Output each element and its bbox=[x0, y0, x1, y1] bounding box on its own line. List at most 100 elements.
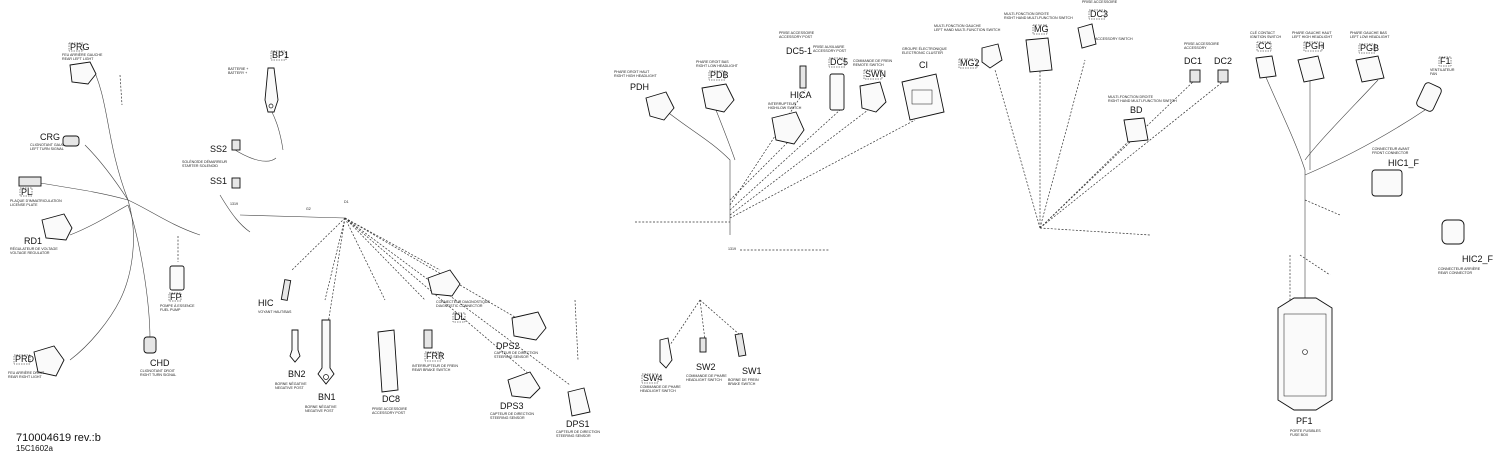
diagnostic-connector-icon bbox=[427, 269, 461, 297]
component-mg2[interactable]: MULTI-FONCTION GAUCHE LEFT HAND MULTI-FU… bbox=[934, 24, 1003, 69]
component-dc8[interactable]: DC8 PRISE ACCESSOIRE ACCESSORY POST bbox=[372, 329, 408, 415]
switch-terminal-icon bbox=[659, 337, 673, 369]
component-code: DPS1 bbox=[566, 419, 590, 429]
component-code: HIC bbox=[258, 298, 274, 308]
drawing-reference: 15C1602a bbox=[16, 444, 53, 453]
component-desc-fr: PRISE ACCESSOIRE bbox=[1082, 0, 1118, 4]
component-sw4[interactable]: SW4 COMMANDE DE PHARE HEADLIGHT SWITCH bbox=[640, 337, 681, 393]
component-desc-en: ELECTRONIC CLUSTER bbox=[902, 51, 943, 55]
component-code: DPS3 bbox=[500, 401, 524, 411]
junction-labels: 1319 1319 G2 D1 bbox=[230, 200, 736, 251]
component-desc-fr: COMMANDE DE PHARE bbox=[686, 374, 727, 378]
switch-terminal-icon bbox=[699, 337, 707, 353]
component-sw2[interactable]: SW2 COMMANDE DE PHARE HEADLIGHT SWITCH bbox=[686, 337, 727, 382]
component-desc-fr: INTERRUPTEUR DE FREIN bbox=[412, 364, 458, 368]
component-pdh[interactable]: PHARE DROIT HAUT RIGHT HIGH HEADLIGHT PD… bbox=[614, 70, 675, 121]
component-dl[interactable]: CONNECTEUR DIAGNOSTIQUE DIAGNOSTIC CONNE… bbox=[427, 269, 491, 323]
component-desc-en: REAR RIGHT LIGHT bbox=[8, 375, 42, 379]
component-dps1[interactable]: DPS1 CAPTEUR DE DIRECTION STEERING SENSO… bbox=[556, 387, 600, 438]
cluster-connector-icon bbox=[901, 73, 945, 121]
component-crg[interactable]: CRG CLIGNOTANT GAUCHE LEFT TURN SIGNAL bbox=[30, 132, 80, 151]
component-hica[interactable]: HICA INTERRUPTEUR HIGH/LOW SWITCH bbox=[768, 90, 812, 145]
component-code: PDB bbox=[710, 70, 729, 80]
component-code: HIC1_F bbox=[1388, 158, 1420, 168]
headlight-connector-icon bbox=[1297, 55, 1325, 83]
component-cc[interactable]: CLÉ CONTACT IGNITION SWITCH CC bbox=[1250, 30, 1282, 79]
rear-connector-icon bbox=[1441, 219, 1465, 245]
component-ss1[interactable]: SS1 bbox=[210, 176, 241, 189]
component-code: PDH bbox=[630, 82, 649, 92]
component-desc-en: FUSE BOX bbox=[1290, 433, 1309, 437]
component-desc-fr: PRISE ACCESSOIRE bbox=[1184, 42, 1220, 46]
component-desc-en: RIGHT HAND MULTI-FUNCTION SWITCH bbox=[1108, 99, 1177, 103]
fuel-pump-connector-icon bbox=[169, 265, 185, 291]
component-desc-en: HEADLIGHT SWITCH bbox=[686, 378, 722, 382]
component-code: PF1 bbox=[1296, 416, 1313, 426]
component-desc-en: RIGHT HAND MULTI-FUNCTION SWITCH bbox=[1004, 16, 1073, 20]
component-desc-fr: PHARE GAUCHE HAUT bbox=[1292, 31, 1332, 35]
component-pf1[interactable]: PF1 PORTE FUSIBLES FUSE BOX bbox=[1277, 297, 1333, 437]
component-desc-fr: PRISE AUXILIAIRE bbox=[813, 45, 845, 49]
accessory-plug-icon bbox=[1189, 69, 1201, 83]
component-pdb[interactable]: PHARE DROIT BAS RIGHT LOW HEADLIGHT PDB bbox=[696, 60, 739, 113]
component-desc-fr: CAPTEUR DE DIRECTION bbox=[494, 351, 538, 355]
component-pgb[interactable]: PHARE GAUCHE BAS LEFT LOW HEADLIGHT PGB bbox=[1350, 31, 1390, 83]
component-dc3[interactable]: PRISE ACCESSOIRE DC3 ACCESSORY SWITCH bbox=[1077, 0, 1133, 49]
component-mg[interactable]: MULTI-FONCTION DROITE RIGHT HAND MULTI-F… bbox=[1004, 12, 1073, 73]
steering-sensor-icon bbox=[567, 387, 591, 417]
component-pgh[interactable]: PHARE GAUCHE HAUT LEFT HIGH HEADLIGHT PG… bbox=[1292, 31, 1333, 83]
component-fp[interactable]: FP POMPE À ESSENCE FUEL PUMP bbox=[160, 265, 195, 312]
component-dc2[interactable]: DC2 bbox=[1214, 56, 1232, 83]
component-prg[interactable]: PRG FEU ARRIÈRE GAUCHE REAR LEFT LIGHT bbox=[62, 42, 103, 85]
steering-sensor-icon bbox=[507, 371, 541, 399]
component-bd[interactable]: MULTI-FONCTION DROITE RIGHT HAND MULTI-F… bbox=[1108, 95, 1177, 143]
component-bp1[interactable]: BP1 BATTERIE + BATTERY + bbox=[228, 50, 289, 113]
component-dc5[interactable]: PRISE AUXILIAIRE ACCESSORY POST DC5 bbox=[813, 45, 848, 111]
component-desc-en: BRAKE SWITCH bbox=[728, 382, 756, 386]
component-frr[interactable]: FRR INTERRUPTEUR DE FREIN REAR BRAKE SWI… bbox=[412, 329, 458, 372]
component-pl[interactable]: PL PLAQUE D'IMMATRICULATION LICENSE PLAT… bbox=[10, 176, 62, 207]
component-rd1[interactable]: RD1 RÉGULATEUR DE VOLTAGE VOLTAGE REGULA… bbox=[10, 213, 73, 255]
component-hic1-f[interactable]: CONNECTEUR AVANT FRONT CONNECTOR HIC1_F bbox=[1371, 147, 1420, 197]
component-hic[interactable]: HIC VOYANT HAUT/BAS bbox=[258, 279, 292, 314]
component-code: BD bbox=[1130, 105, 1143, 115]
component-dps2[interactable]: DPS2 CAPTEUR DE DIRECTION STEERING SENSO… bbox=[494, 311, 547, 359]
component-desc-en: ACCESSORY POST bbox=[779, 35, 813, 39]
tail-light-connector-icon bbox=[69, 61, 97, 85]
component-bn1[interactable]: BN1 BORNE NÉGATIVE NEGATIVE POST bbox=[305, 319, 337, 413]
component-desc-fr: COMMANDE DE PHARE bbox=[640, 385, 681, 389]
component-prd[interactable]: PRD FEU ARRIÈRE DROIT REAR RIGHT LIGHT bbox=[8, 345, 65, 379]
junction-label: D1 bbox=[344, 200, 349, 204]
component-desc-en: NEGATIVE POST bbox=[305, 409, 334, 413]
component-ss2[interactable]: SS2 SOLÉNOÏDE DÉMARREUR STARTER SOLENOID bbox=[182, 139, 241, 168]
component-desc-fr: PORTE FUSIBLES bbox=[1290, 429, 1321, 433]
component-dc5-1[interactable]: PRISE ACCESSOIRE ACCESSORY POST DC5-1 bbox=[779, 31, 815, 89]
component-desc-fr: POMPE À ESSENCE bbox=[160, 304, 195, 308]
component-desc-en: ACCESSORY POST bbox=[372, 411, 406, 415]
component-swn[interactable]: COMMANDE DE FREIN REMOTE SWITCH SWN bbox=[853, 59, 893, 113]
component-code: BN2 bbox=[288, 369, 306, 379]
component-sw1[interactable]: SW1 BORNE DE FREIN BRAKE SWITCH bbox=[728, 332, 762, 386]
component-code: MG bbox=[1034, 24, 1049, 34]
voltage-regulator-icon bbox=[41, 213, 73, 241]
component-code: DC1 bbox=[1184, 56, 1202, 66]
component-code: SS2 bbox=[210, 144, 227, 154]
component-dps3[interactable]: DPS3 CAPTEUR DE DIRECTION STEERING SENSO… bbox=[490, 371, 541, 420]
component-code: HICA bbox=[790, 90, 812, 100]
component-code: PGB bbox=[1360, 43, 1379, 53]
component-dc1[interactable]: PRISE ACCESSOIRE ACCESSORY DC1 bbox=[1184, 42, 1220, 83]
turn-signal-icon bbox=[143, 336, 157, 354]
component-code: DC8 bbox=[382, 394, 400, 404]
component-desc-en: LICENSE PLATE bbox=[10, 203, 38, 207]
component-desc-fr: VOYANT HAUT/BAS bbox=[258, 310, 292, 314]
component-desc-en: STEERING SENSOR bbox=[556, 434, 591, 438]
component-code: SW2 bbox=[696, 362, 716, 372]
component-hic2-f[interactable]: HIC2_F CONNECTEUR ARRIÈRE REAR CONNECTOR bbox=[1438, 219, 1494, 275]
component-cluster[interactable]: GROUPE ÉLECTRONIQUE ELECTRONIC CLUSTER C… bbox=[901, 46, 948, 121]
component-bn2[interactable]: BN2 BORNE NÉGATIVE NEGATIVE POST bbox=[275, 329, 307, 390]
component-f1[interactable]: F1 VENTILATEUR FAN bbox=[1415, 56, 1455, 113]
component-chd[interactable]: CHD CLIGNOTANT DROIT RIGHT TURN SIGNAL bbox=[140, 336, 176, 377]
accessory-plug-icon bbox=[1077, 23, 1097, 49]
junction-label: 1319 bbox=[230, 202, 238, 206]
